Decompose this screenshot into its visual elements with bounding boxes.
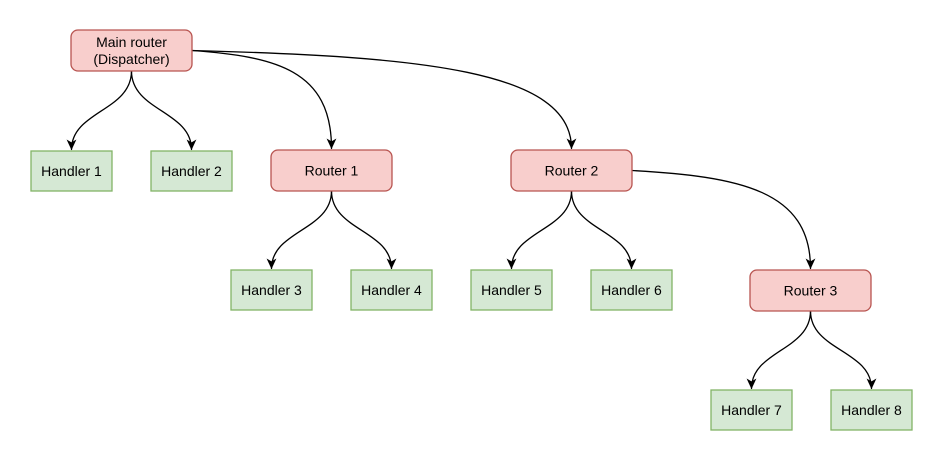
handler-box [710, 389, 793, 431]
node-label: Handler 1 [41, 163, 102, 179]
handler-box [30, 150, 113, 192]
node-label: Router 1 [305, 163, 359, 179]
node-label: Handler 6 [601, 282, 662, 298]
node-router-2[interactable]: Router 2 [510, 149, 633, 192]
node-handler-4[interactable]: Handler 4 [350, 269, 433, 311]
edge-main-router-to-handler-1[interactable] [66, 70, 133, 151]
router-box [70, 29, 193, 72]
edge-router-2-to-router-3[interactable] [631, 169, 816, 270]
node-label: Handler 2 [161, 163, 222, 179]
node-label: Router 3 [784, 283, 838, 299]
node-label: Handler 3 [241, 282, 302, 298]
edge-router-2-to-handler-6[interactable] [570, 190, 637, 270]
node-label: Router 2 [545, 163, 599, 179]
node-handler-2[interactable]: Handler 2 [150, 150, 233, 192]
node-handler-1[interactable]: Handler 1 [30, 150, 113, 192]
edge-router-1-to-handler-4[interactable] [330, 190, 397, 270]
node-label: Main router(Dispatcher) [93, 34, 169, 67]
router-box [510, 149, 633, 192]
handler-box [150, 150, 233, 192]
edge-router-2-to-handler-5[interactable] [506, 190, 573, 270]
node-handler-6[interactable]: Handler 6 [590, 269, 673, 311]
node-handler-7[interactable]: Handler 7 [710, 389, 793, 431]
edge-router-3-to-handler-8[interactable] [809, 310, 877, 390]
edge-router-3-to-handler-7[interactable] [746, 310, 812, 390]
edge-router-1-to-handler-3[interactable] [266, 190, 333, 270]
node-router-1[interactable]: Router 1 [270, 149, 393, 192]
handler-box [470, 269, 553, 311]
handler-box [350, 269, 433, 311]
edge-main-router-to-handler-2[interactable] [130, 70, 197, 151]
node-label: Handler 8 [841, 402, 902, 418]
node-label: Handler 5 [481, 282, 542, 298]
node-label: Handler 7 [721, 402, 782, 418]
node-main-router[interactable]: Main router(Dispatcher) [70, 29, 193, 72]
edge-main-router-to-router-1[interactable] [191, 49, 337, 150]
handler-box [230, 269, 313, 311]
router-box [749, 269, 872, 312]
node-handler-8[interactable]: Handler 8 [830, 389, 913, 431]
router-box [270, 149, 393, 192]
node-handler-3[interactable]: Handler 3 [230, 269, 313, 311]
node-handler-5[interactable]: Handler 5 [470, 269, 553, 311]
handler-box [590, 269, 673, 311]
node-router-3[interactable]: Router 3 [749, 269, 872, 312]
handler-box [830, 389, 913, 431]
node-label: Handler 4 [361, 282, 422, 298]
edge-main-router-to-router-2[interactable] [191, 49, 577, 150]
